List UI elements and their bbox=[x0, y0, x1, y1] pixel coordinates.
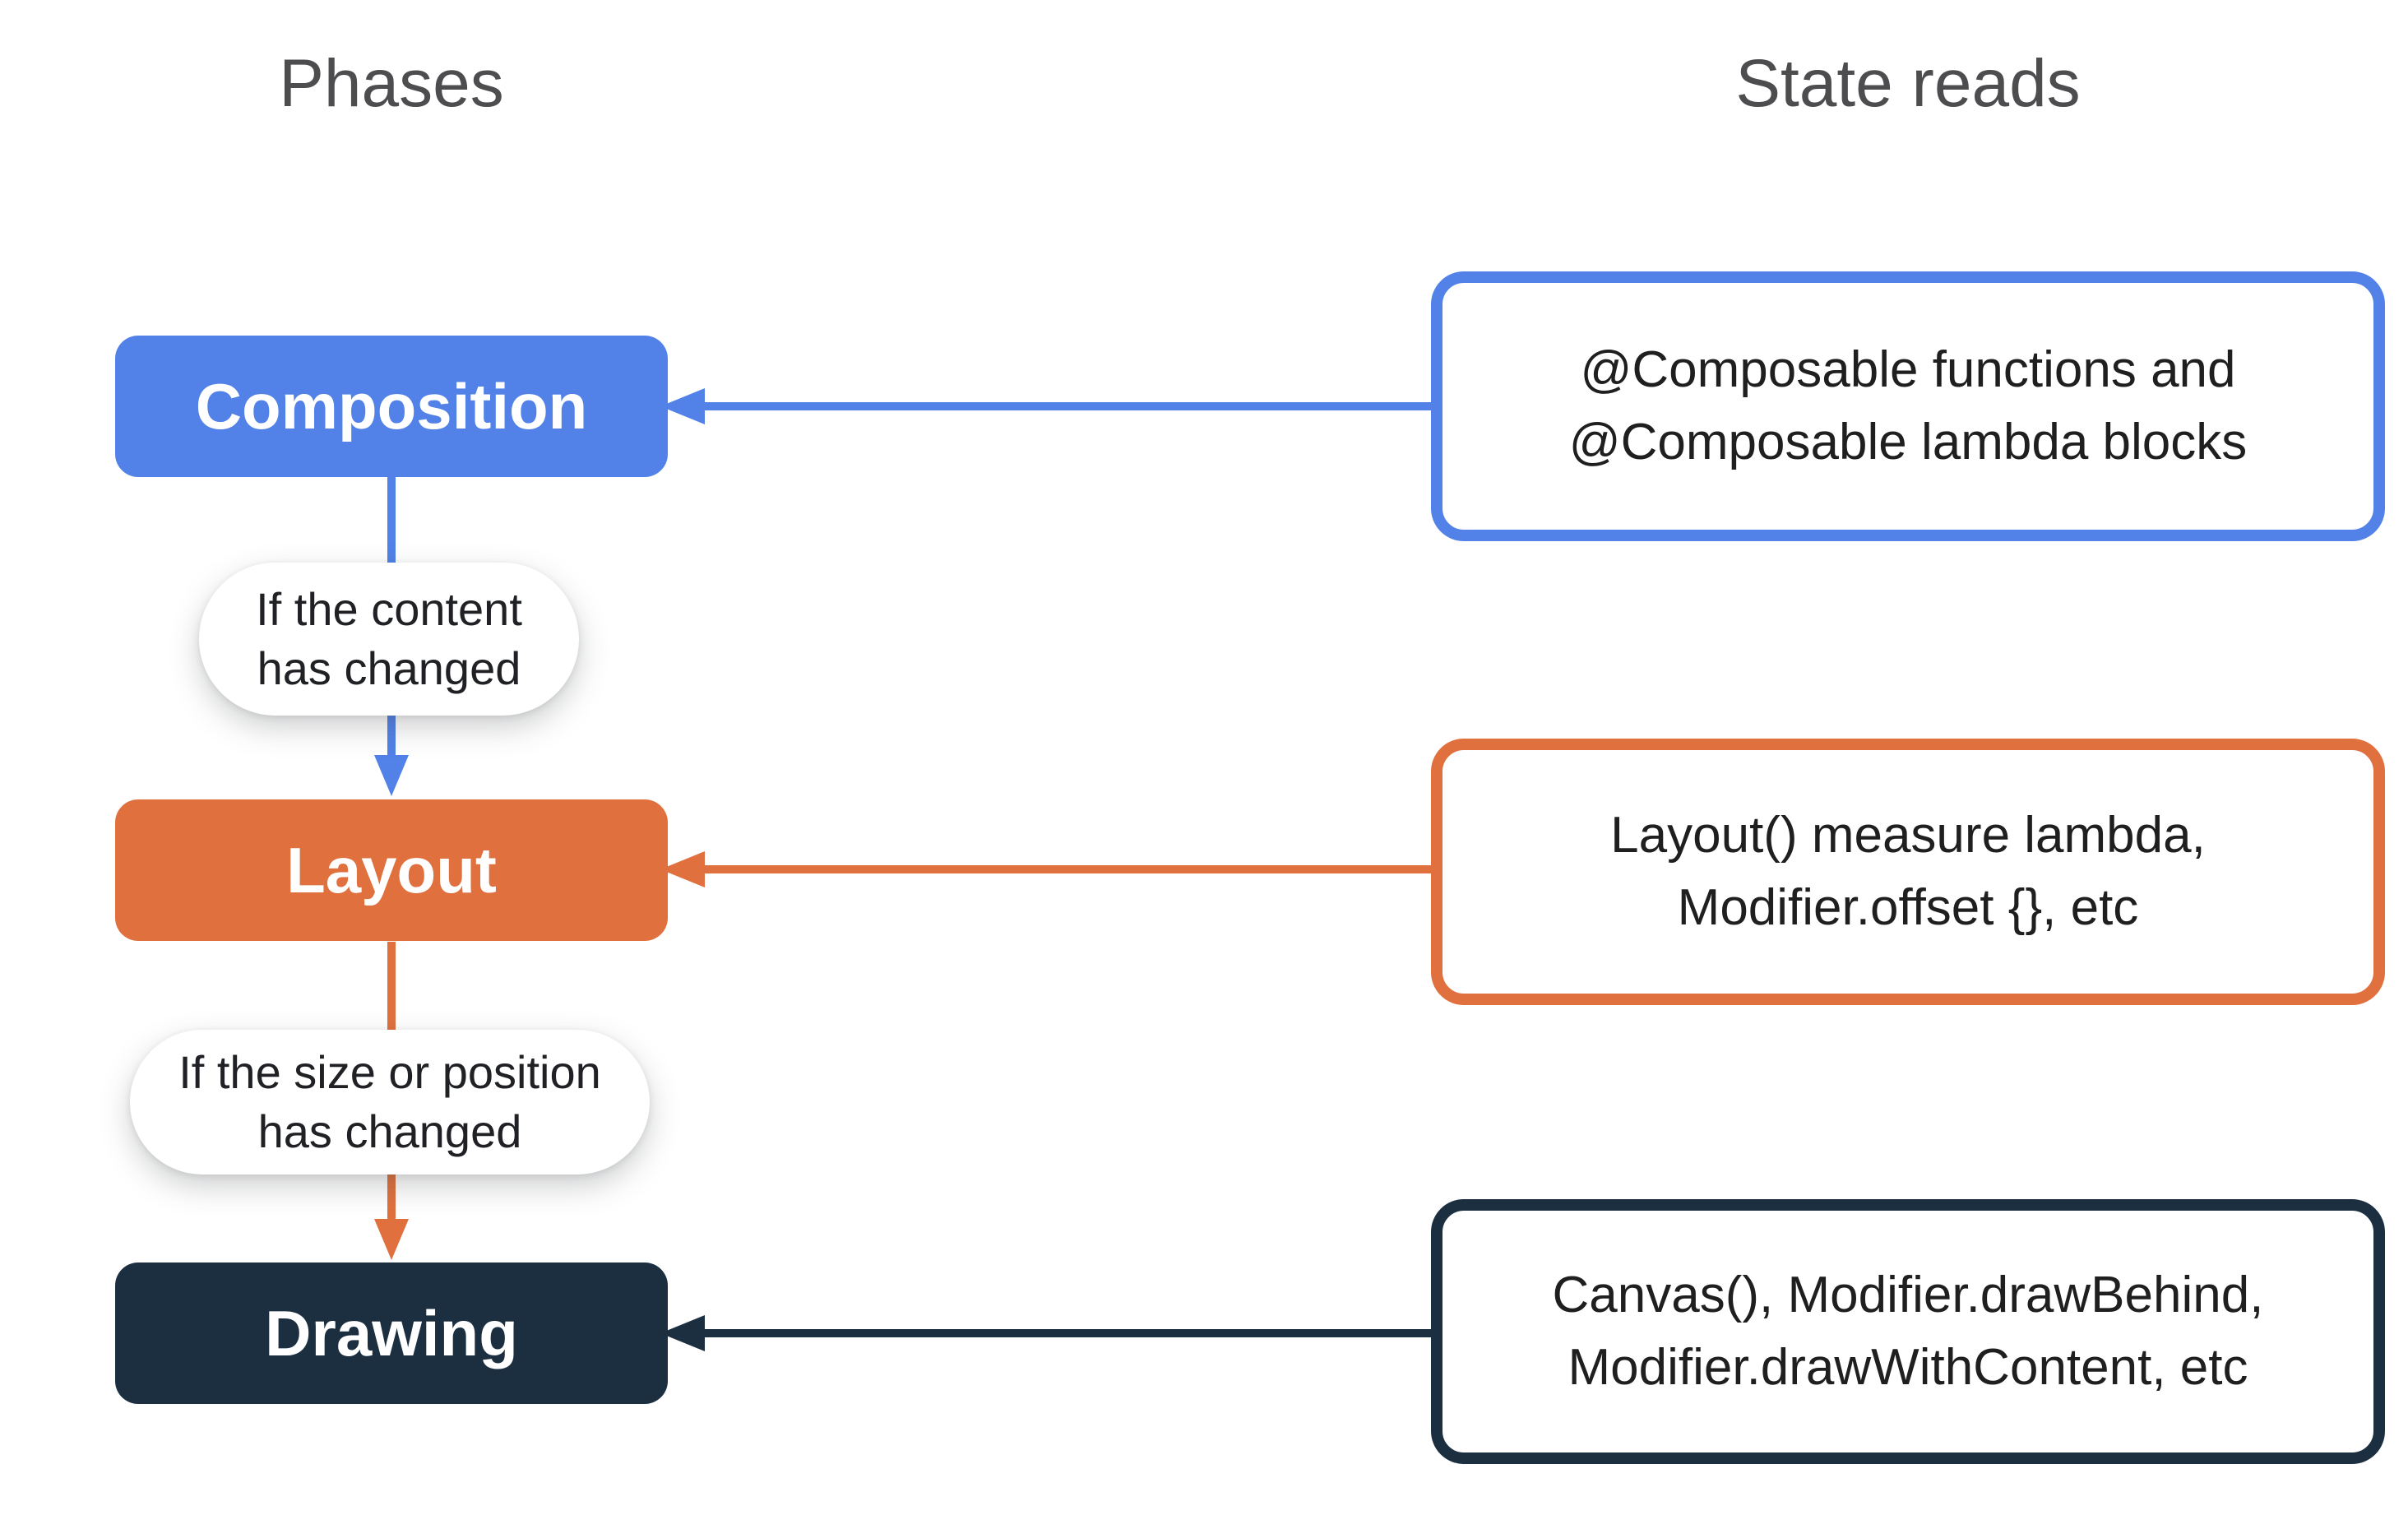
state-reads-line: Layout() measure lambda, bbox=[1610, 807, 2206, 864]
state-reads-line: Modifier.offset {}, etc bbox=[1677, 879, 2139, 936]
condition-pill-content-changed: If the content has changed bbox=[199, 563, 579, 716]
connector-layout-to-condition bbox=[387, 942, 396, 1036]
state-reads-line: Canvas(), Modifier.drawBehind, bbox=[1552, 1267, 2264, 1323]
connector-condition-to-layout bbox=[387, 714, 396, 757]
condition-line: has changed bbox=[257, 642, 521, 694]
state-reads-box-drawing: Canvas(), Modifier.drawBehind, Modifier.… bbox=[1431, 1199, 2385, 1464]
phase-label-composition: Composition bbox=[195, 369, 588, 442]
condition-line: If the size or position bbox=[178, 1046, 601, 1098]
state-reads-box-layout: Layout() measure lambda, Modifier.offset… bbox=[1431, 739, 2385, 1005]
arrowhead-left-drawing-icon bbox=[660, 1315, 705, 1351]
state-reads-column-title: State reads bbox=[1735, 46, 2081, 121]
phase-box-layout: Layout bbox=[115, 799, 668, 941]
phase-box-composition: Composition bbox=[115, 336, 668, 477]
state-reads-line: @Composable lambda blocks bbox=[1568, 414, 2248, 470]
phase-label-drawing: Drawing bbox=[265, 1296, 518, 1369]
arrowhead-left-composition-icon bbox=[660, 388, 705, 424]
condition-pill-size-position-changed: If the size or position has changed bbox=[130, 1030, 650, 1174]
arrowhead-left-layout-icon bbox=[660, 851, 705, 887]
arrowhead-down-drawing-icon bbox=[374, 1219, 409, 1260]
phase-box-drawing: Drawing bbox=[115, 1262, 668, 1404]
phase-label-layout: Layout bbox=[286, 833, 497, 906]
condition-line: If the content bbox=[256, 583, 522, 635]
arrow-line-reads-to-drawing bbox=[703, 1329, 1431, 1337]
phases-column-title: Phases bbox=[279, 46, 504, 121]
connector-condition-to-drawing bbox=[387, 1173, 396, 1221]
condition-line: has changed bbox=[257, 1105, 522, 1157]
connector-composition-to-condition bbox=[387, 477, 396, 569]
arrow-line-reads-to-layout bbox=[703, 865, 1431, 873]
state-reads-line: @Composable functions and bbox=[1580, 341, 2236, 398]
arrow-line-reads-to-composition bbox=[703, 402, 1431, 410]
arrowhead-down-layout-icon bbox=[374, 755, 409, 796]
state-reads-box-composition: @Composable functions and @Composable la… bbox=[1431, 271, 2385, 541]
state-reads-line: Modifier.drawWithContent, etc bbox=[1568, 1339, 2248, 1396]
